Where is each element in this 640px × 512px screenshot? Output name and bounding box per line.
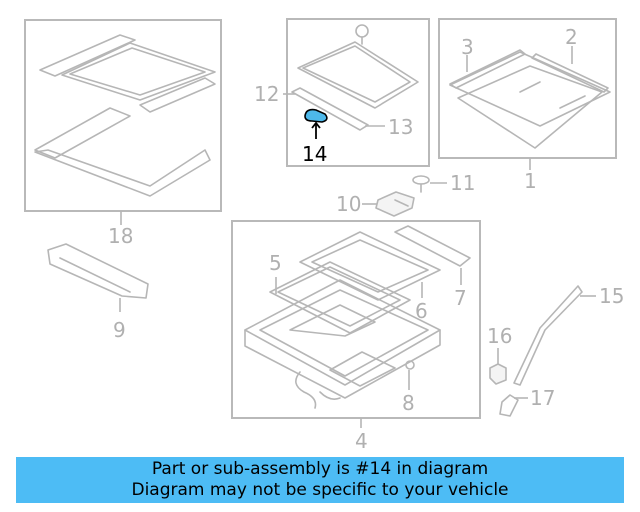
callout-18[interactable]: 18 [108,224,133,248]
group-box-1 [438,18,617,159]
part-5-drawing [269,261,411,334]
part-4-drawing [244,279,441,409]
callout-16[interactable]: 16 [487,324,512,348]
part-3-drawing [449,49,526,89]
callout-2[interactable]: 2 [565,25,578,49]
callout-1[interactable]: 1 [524,169,537,193]
callout-12[interactable]: 12 [254,82,279,106]
callout-3[interactable]: 3 [461,35,474,59]
part-1-drawing [449,51,611,149]
callout-9[interactable]: 9 [113,318,126,342]
part-15-drawing [513,285,583,386]
callout-13[interactable]: 13 [388,115,413,139]
part-12-drawing [297,24,419,109]
callout-14[interactable]: 14 [302,142,327,166]
callout-15[interactable]: 15 [599,284,624,308]
parts-diagram: 18 12 13 14 3 2 1 11 [24,18,624,453]
callout-7[interactable]: 7 [454,286,467,310]
part-11-drawing [412,175,430,193]
callout-4[interactable]: 4 [355,429,368,453]
part-6-drawing [299,231,441,301]
callout-6[interactable]: 6 [415,299,428,323]
group-box-18 [24,19,222,212]
part-7-drawing [394,225,471,267]
part-18-drawing [34,34,216,197]
part-9-drawing [47,243,149,299]
part-17-drawing [499,394,519,417]
callout-17[interactable]: 17 [530,386,555,410]
part-10-drawing [375,191,415,217]
part-2-drawing [531,53,609,93]
part-16-drawing [489,363,507,385]
callout-11[interactable]: 11 [450,171,475,195]
group-box-12 [286,18,430,167]
callout-5[interactable]: 5 [269,251,282,275]
banner-line-2: Diagram may not be specific to your vehi… [131,480,509,500]
part-14-highlighted[interactable] [304,108,328,123]
callout-8[interactable]: 8 [402,391,415,415]
info-banner: Part or sub-assembly is #14 in diagram D… [16,457,624,503]
banner-line-1: Part or sub-assembly is #14 in diagram [151,459,489,479]
group-box-4 [231,220,481,419]
part-13-drawing [291,87,369,131]
callout-10[interactable]: 10 [336,192,361,216]
